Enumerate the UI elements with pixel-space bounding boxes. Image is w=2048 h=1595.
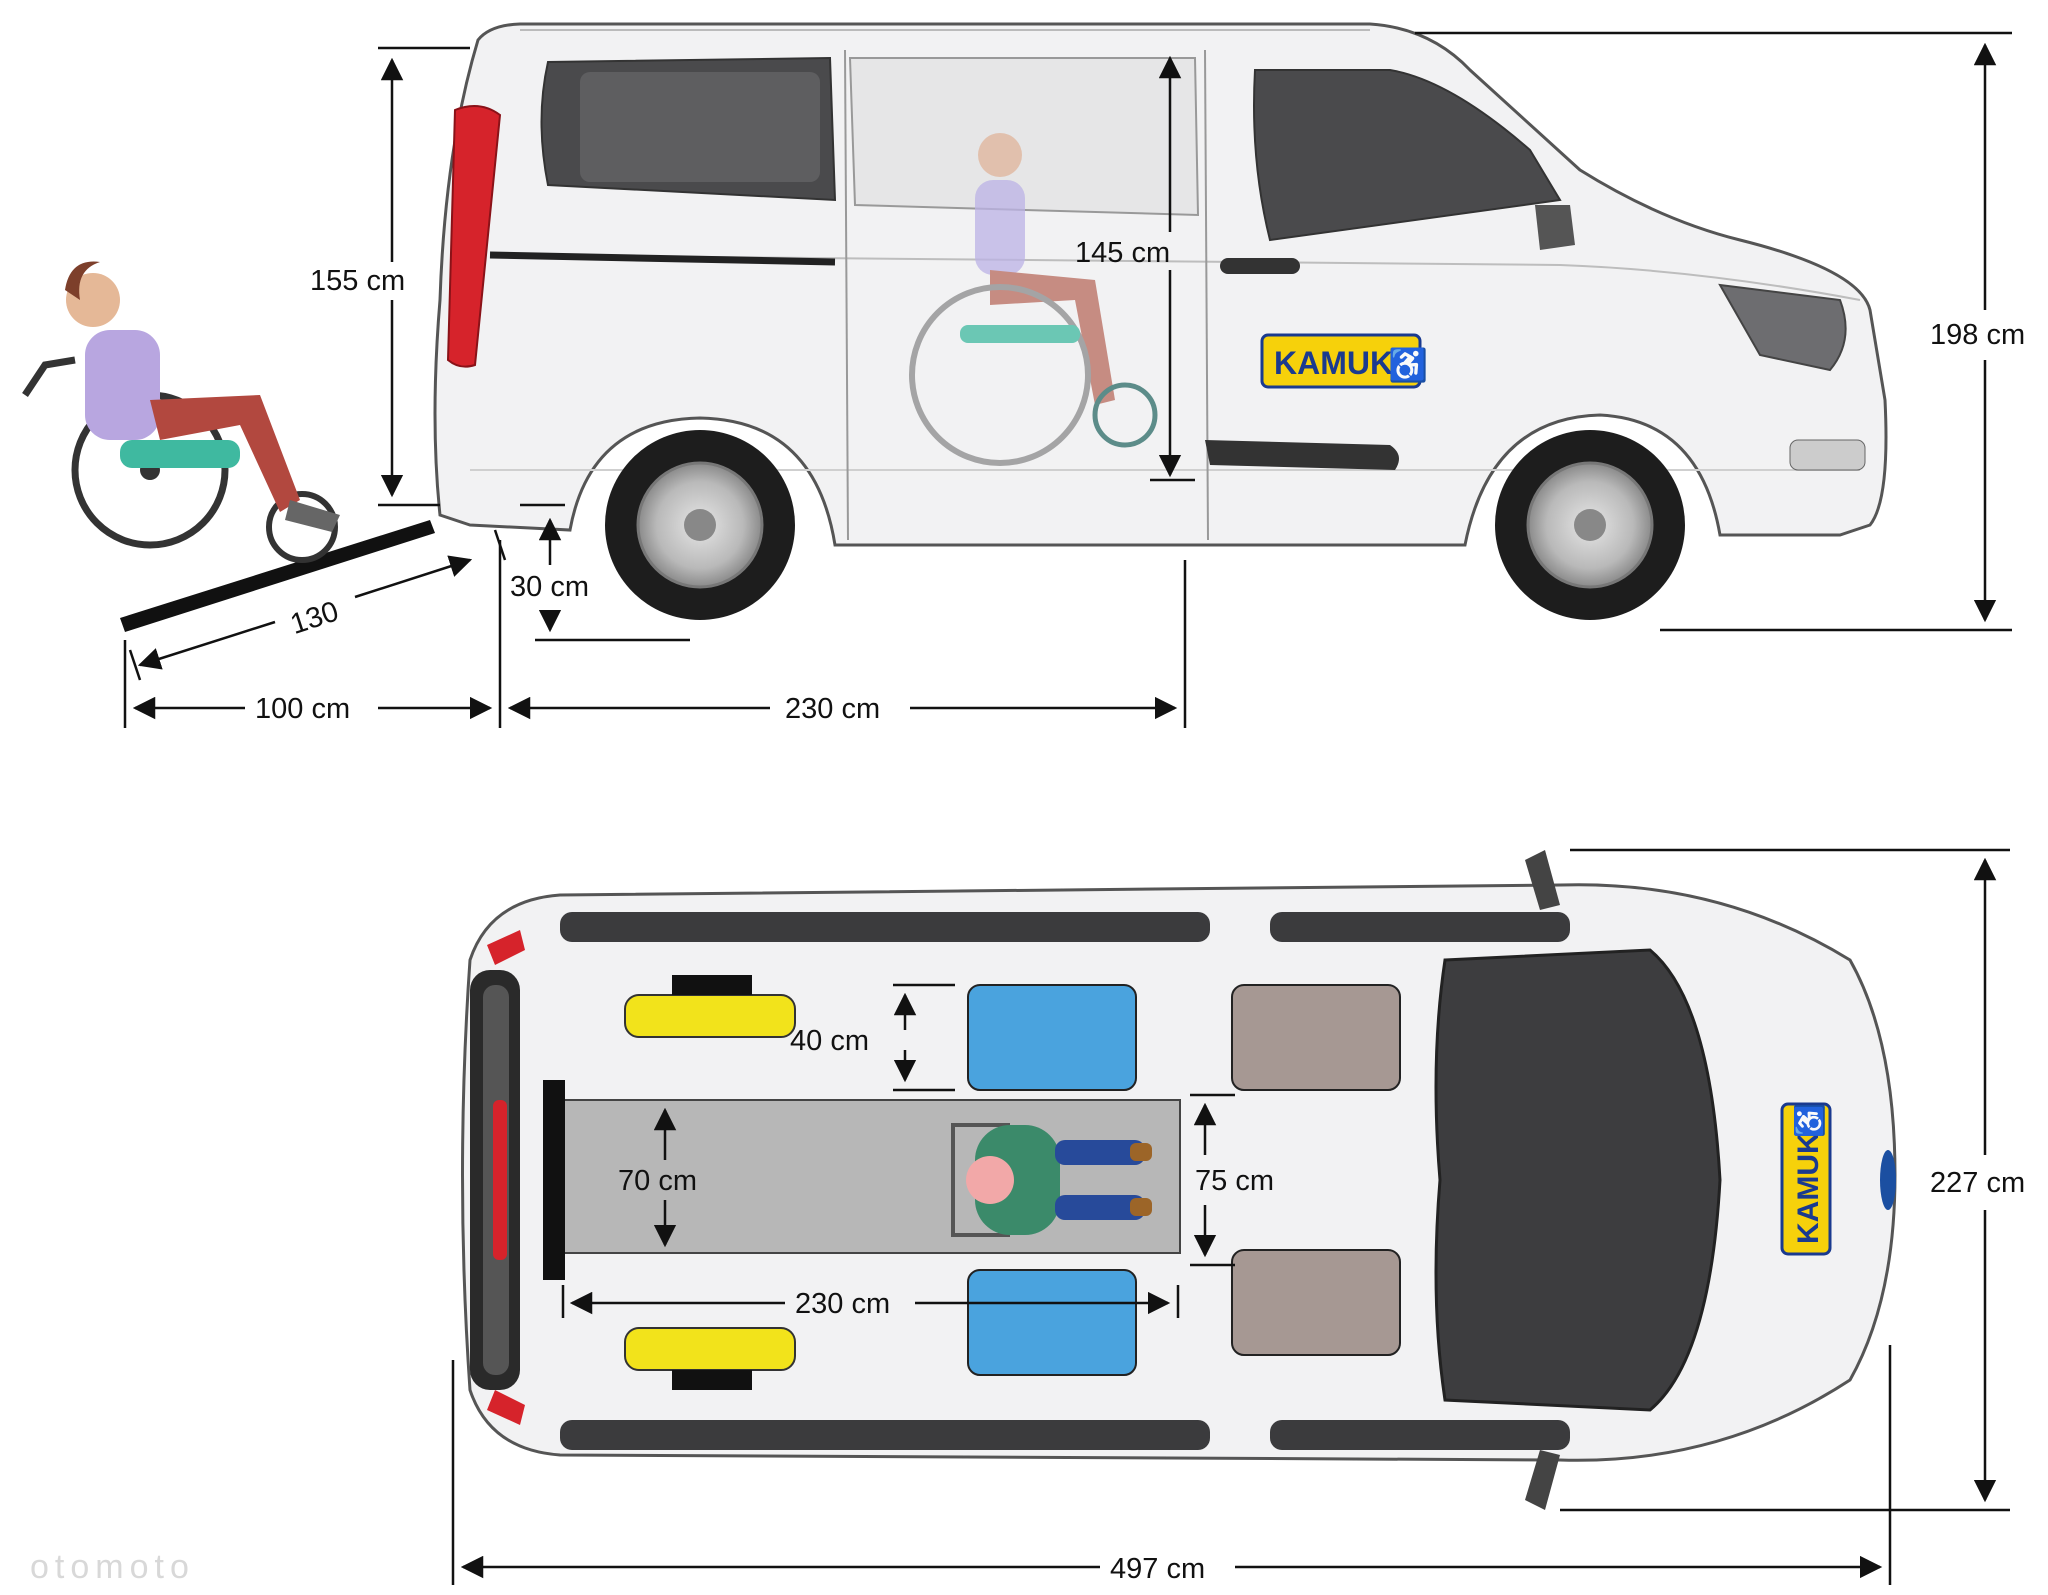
fold-seat-right bbox=[624, 1327, 796, 1390]
passenger-in-wheelchair-ramp bbox=[22, 261, 340, 563]
seat-blue-left bbox=[967, 984, 1137, 1091]
ramp bbox=[120, 520, 435, 632]
label-seat-width: 40 cm bbox=[790, 1025, 869, 1057]
logo-text-top: KAMUK bbox=[1792, 1132, 1825, 1244]
taillight-top-right bbox=[487, 1390, 525, 1425]
wheelchair-accessibility-icon: ♿ bbox=[1388, 347, 1428, 383]
taillight-top-left bbox=[487, 930, 525, 965]
label-total-width: 227 cm bbox=[1930, 1167, 2025, 1199]
fold-seat-left bbox=[624, 975, 796, 1038]
label-side-floor-length: 230 cm bbox=[785, 693, 880, 725]
side-view: KAMUK ♿ bbox=[22, 22, 2025, 728]
label-top-floor-length: 230 cm bbox=[795, 1288, 890, 1320]
seat-taupe-right bbox=[1231, 1249, 1401, 1356]
brand-logo-top: KAMUK ♿ bbox=[1780, 1102, 1832, 1256]
label-aisle-width: 75 cm bbox=[1195, 1165, 1274, 1197]
top-dimension-lines bbox=[451, 848, 2010, 1585]
watermark: otomoto bbox=[30, 1548, 195, 1586]
label-interior-height: 145 cm bbox=[1075, 237, 1170, 269]
headlight bbox=[1718, 283, 1847, 372]
label-ramp-height: 155 cm bbox=[310, 265, 405, 297]
top-view: KAMUK ♿ bbox=[451, 848, 2025, 1585]
front-wheel bbox=[1495, 430, 1685, 620]
top-dimension-labels: 40 cm 70 cm 75 cm 230 cm 227 cm 497 cm bbox=[618, 1025, 2025, 1585]
rear-wheel bbox=[605, 430, 795, 620]
logo-text-side: KAMUK bbox=[1274, 345, 1393, 381]
label-ramp-length: 130 bbox=[287, 596, 343, 641]
sliding-door-window bbox=[848, 57, 1200, 217]
passenger-in-wheelchair-inside bbox=[909, 133, 1158, 466]
front-door-window bbox=[1253, 69, 1562, 242]
label-total-height: 198 cm bbox=[1930, 319, 2025, 351]
seat-blue-right bbox=[967, 1269, 1137, 1376]
taillight bbox=[446, 105, 502, 368]
label-floor-width: 70 cm bbox=[618, 1165, 697, 1197]
seat-taupe-left bbox=[1231, 984, 1401, 1091]
label-ground-clearance: 30 cm bbox=[510, 571, 589, 603]
wheelchair-accessibility-icon-top: ♿ bbox=[1793, 1103, 1826, 1138]
door-handle bbox=[1220, 258, 1300, 274]
side-dimension-lines bbox=[123, 31, 2012, 728]
label-ramp-reach: 100 cm bbox=[255, 693, 350, 725]
side-mirror bbox=[1535, 205, 1575, 250]
passenger-top-view bbox=[951, 1123, 1152, 1237]
mirror-top-right bbox=[1525, 1450, 1560, 1510]
windshield-top bbox=[1434, 948, 1722, 1412]
mirror-top-left bbox=[1525, 850, 1560, 910]
label-total-length: 497 cm bbox=[1110, 1553, 1205, 1585]
rear-ramp-bar bbox=[543, 1080, 565, 1280]
brand-logo-side: KAMUK ♿ bbox=[1260, 333, 1428, 389]
